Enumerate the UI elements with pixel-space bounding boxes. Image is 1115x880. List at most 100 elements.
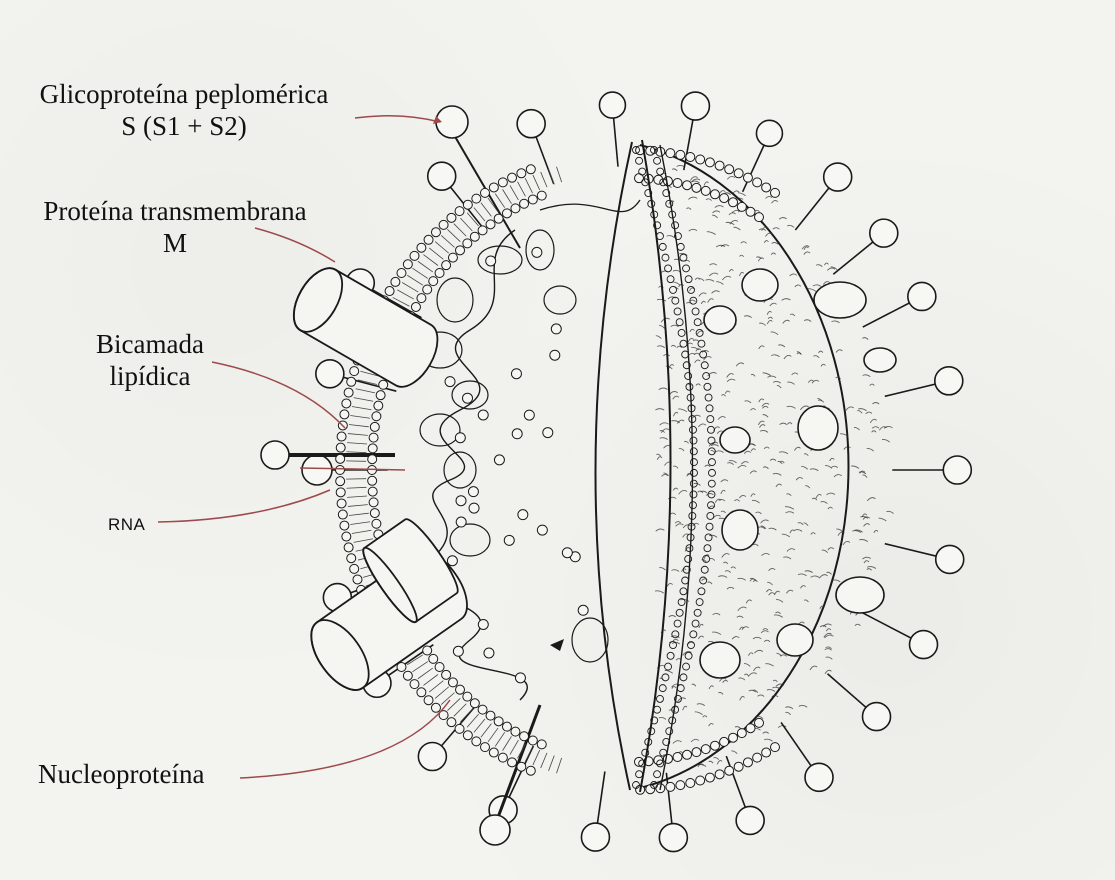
bilayer-tail bbox=[429, 248, 443, 259]
surface-stroke bbox=[783, 320, 790, 323]
surface-stroke bbox=[759, 323, 766, 325]
cut-bead bbox=[666, 728, 673, 735]
surface-stroke bbox=[692, 181, 699, 183]
bilayer-outer-bead bbox=[481, 188, 490, 197]
surface-stroke bbox=[775, 612, 780, 614]
cut-bead bbox=[706, 523, 713, 530]
surface-stroke bbox=[739, 255, 743, 257]
bilayer-inner-bead bbox=[520, 732, 529, 741]
spike-head bbox=[581, 823, 609, 851]
surface-stroke bbox=[879, 427, 886, 431]
bilayer-tail bbox=[350, 522, 370, 525]
surface-stroke bbox=[683, 651, 692, 655]
surface-stroke bbox=[727, 176, 735, 179]
surface-stroke bbox=[738, 193, 746, 196]
bilayer-tail bbox=[349, 424, 369, 426]
bilayer-outer-bead bbox=[498, 753, 507, 762]
nucleocapsid-bead bbox=[543, 428, 553, 438]
bilayer-tail bbox=[354, 398, 373, 402]
surface-stroke bbox=[709, 273, 718, 276]
bilayer-tail bbox=[348, 434, 368, 436]
surface-stroke bbox=[779, 218, 787, 220]
surface-stroke bbox=[657, 346, 665, 348]
bilayer-outer-bead bbox=[705, 773, 714, 782]
surface-stroke bbox=[721, 395, 725, 397]
rna-loop bbox=[450, 524, 490, 556]
bilayer-tail bbox=[556, 167, 561, 182]
rna-loop bbox=[544, 286, 576, 314]
surface-stroke bbox=[767, 582, 772, 585]
cut-bead bbox=[707, 502, 714, 509]
leader-line bbox=[355, 116, 440, 122]
cut-bead bbox=[685, 652, 692, 659]
surface-stroke bbox=[712, 632, 721, 634]
bilayer-outer-bead bbox=[336, 477, 345, 486]
cut-bead bbox=[696, 329, 703, 336]
surface-stroke bbox=[836, 350, 842, 353]
surface-stroke bbox=[738, 578, 746, 580]
cut-bead bbox=[683, 265, 690, 272]
surface-stroke bbox=[750, 409, 755, 411]
label-spike-line2: S (S1 + S2) bbox=[14, 110, 354, 142]
surface-stroke bbox=[766, 590, 771, 593]
surface-stroke bbox=[804, 320, 811, 322]
cut-bead bbox=[708, 480, 715, 487]
nucleocapsid-bead bbox=[494, 455, 504, 465]
cut-bead bbox=[689, 502, 696, 509]
bilayer-outer-bead bbox=[463, 200, 472, 209]
bilayer-inner-bead bbox=[720, 737, 729, 746]
bilayer-inner-bead bbox=[673, 753, 682, 762]
bilayer-outer-bead bbox=[498, 178, 507, 187]
surface-stroke bbox=[739, 272, 743, 276]
cut-bead bbox=[698, 340, 705, 347]
bilayer-inner-bead bbox=[368, 455, 377, 464]
label-bilayer-line1: Bicamada bbox=[60, 328, 240, 360]
label-spike-glycoprotein: Glicoproteína peplomérica S (S1 + S2) bbox=[14, 78, 354, 143]
bilayer-outer-bead bbox=[705, 158, 714, 167]
surface-stroke bbox=[655, 409, 664, 411]
spike-head bbox=[418, 743, 446, 771]
label-lipid-bilayer: Bicamada lipídica bbox=[60, 328, 240, 393]
surface-stroke bbox=[776, 600, 783, 603]
nucleocapsid-bead bbox=[484, 648, 494, 658]
bilayer-inner-bead bbox=[372, 519, 381, 528]
bilayer-inner-bead bbox=[673, 178, 682, 187]
spike-head bbox=[936, 545, 964, 573]
surface-stroke bbox=[677, 165, 685, 167]
surface-stroke bbox=[751, 494, 755, 497]
surface-stroke bbox=[661, 474, 667, 476]
cut-bead bbox=[690, 459, 697, 466]
surface-stroke bbox=[826, 629, 831, 631]
cut-bead bbox=[690, 631, 697, 638]
spike-head bbox=[824, 163, 852, 191]
bilayer-inner-bead bbox=[417, 294, 426, 303]
surface-stroke bbox=[854, 427, 860, 430]
bilayer-outer-bead bbox=[447, 213, 456, 222]
surface-stroke bbox=[746, 600, 751, 603]
cut-bead bbox=[705, 534, 712, 541]
bilayer-tail bbox=[549, 169, 555, 184]
cut-bead bbox=[701, 566, 708, 573]
surface-stroke bbox=[872, 427, 879, 429]
cut-bead bbox=[688, 286, 695, 293]
surface-stroke bbox=[744, 674, 748, 676]
surface-stroke bbox=[753, 544, 758, 546]
cut-bead bbox=[677, 685, 684, 692]
rna-strand-top bbox=[540, 200, 640, 212]
surface-stroke bbox=[763, 467, 768, 469]
bilayer-tail bbox=[525, 747, 532, 762]
surface-stroke bbox=[832, 580, 840, 582]
bilayer-inner-bead bbox=[435, 662, 444, 671]
cutaway-section bbox=[595, 140, 715, 792]
surface-stroke bbox=[825, 649, 832, 651]
surface-stroke bbox=[695, 360, 701, 363]
surface-stroke bbox=[696, 384, 701, 386]
surface-stroke bbox=[671, 345, 675, 347]
surface-stroke bbox=[709, 686, 713, 689]
nucleocapsid-bead bbox=[551, 324, 561, 334]
surface-stroke bbox=[825, 635, 834, 638]
surface-stroke bbox=[821, 502, 828, 504]
bilayer-inner-bead bbox=[520, 199, 529, 208]
cut-bead bbox=[690, 491, 697, 498]
surface-stroke bbox=[772, 242, 779, 244]
